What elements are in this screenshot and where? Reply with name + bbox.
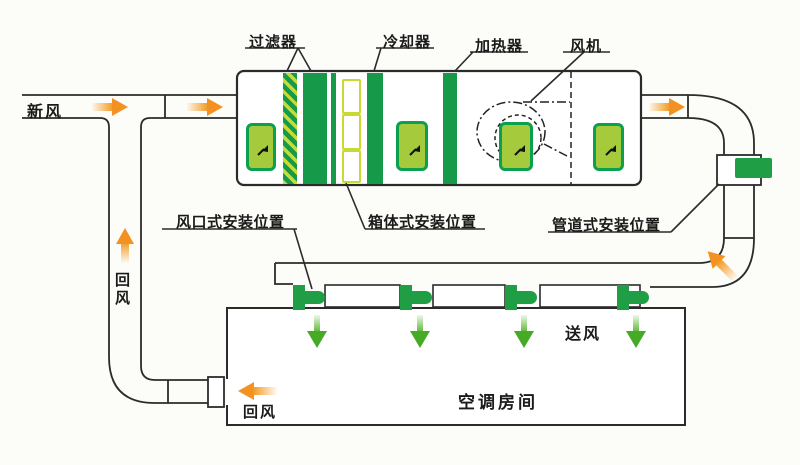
cooler-coil-band <box>367 73 383 184</box>
supply-down-arrow-icon <box>307 315 327 349</box>
cabinet-install-slot <box>342 79 361 114</box>
duct-type-sensor-icon <box>735 158 772 178</box>
flag-glyph-icon <box>257 145 268 156</box>
return-duct-flange <box>207 376 225 408</box>
supply-air-label: 送风 <box>565 324 602 343</box>
monitor-unit-icon <box>246 123 276 171</box>
filter-thin-band <box>331 73 336 184</box>
supply-outlet-box <box>432 284 506 308</box>
fan-label: 风机 <box>570 37 603 55</box>
supply-air-arrow-icon <box>649 98 685 116</box>
filter-label: 过滤器 <box>249 33 298 51</box>
return-air-left-arrow-icon <box>238 382 277 400</box>
filter-frame-band <box>303 73 327 184</box>
fresh-air-label: 新风 <box>27 102 64 121</box>
supply-riser-duct <box>640 94 755 288</box>
supply-down-arrow-icon <box>514 315 534 349</box>
return-air-riser-label: 回风 <box>113 272 131 308</box>
cabinet-install-slot <box>342 114 361 150</box>
room-label: 空调房间 <box>458 393 538 413</box>
cabinet-install-slot <box>342 150 361 183</box>
room-outline <box>226 307 686 426</box>
monitor-unit-icon <box>593 123 624 171</box>
supply-down-arrow-icon <box>410 315 430 349</box>
monitor-unit-icon <box>499 122 533 171</box>
supply-outlet-box <box>324 284 401 308</box>
fresh-air-arrow-icon <box>187 98 223 116</box>
flag-glyph-icon <box>514 145 525 156</box>
duct-type-position-label: 管道式安装位置 <box>552 216 661 234</box>
supply-header-duct <box>274 262 712 288</box>
flag-glyph-icon <box>605 145 616 156</box>
ahu-box <box>235 69 643 187</box>
flag-glyph-icon <box>409 145 420 156</box>
outlet-type-position-label: 风口式安装位置 <box>176 213 285 231</box>
fresh-air-duct <box>22 94 238 404</box>
heater-coil-band <box>443 73 457 184</box>
supply-down-arrow-icon <box>626 315 646 349</box>
monitor-unit-icon <box>396 121 428 171</box>
return-air-up-arrow-icon <box>116 228 134 263</box>
return-air-room-label: 回风 <box>243 403 278 421</box>
cabinet-type-position-label: 箱体式安装位置 <box>368 213 477 231</box>
label-leader-lines <box>162 47 720 290</box>
cooler-label: 冷却器 <box>383 33 432 51</box>
heater-label: 加热器 <box>475 37 524 55</box>
filter-media-band <box>283 73 297 184</box>
fresh-air-arrow-icon <box>92 98 128 116</box>
